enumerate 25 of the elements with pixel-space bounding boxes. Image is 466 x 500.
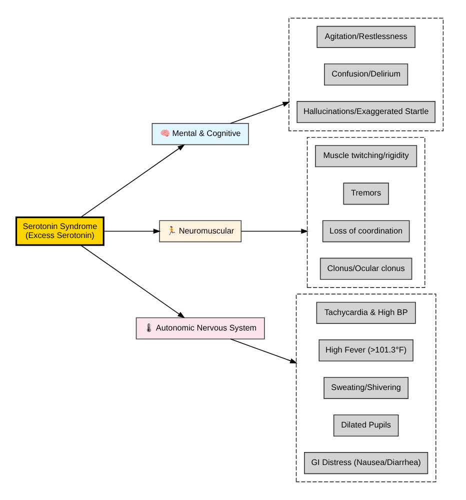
node-box: Dilated Pupils	[333, 414, 399, 437]
node-box: Loss of coordination	[322, 220, 410, 242]
arrow	[104, 228, 161, 234]
node-box: Confusion/Delirium	[324, 63, 408, 86]
node-box: 🏃 Neuromuscular	[159, 220, 242, 242]
node-box: High Fever (>101.3°F)	[318, 339, 414, 362]
node-box: 🧠 Mental & Cognitive	[152, 123, 249, 146]
cluster	[306, 136, 426, 288]
arrow	[230, 102, 290, 124]
arrow	[230, 338, 298, 364]
node-box: Sweating/Shivering	[324, 376, 408, 399]
node-box: 🌡 Autonomic Nervous System	[136, 317, 265, 340]
node-box: GI Distress (Nausea/Diarrhea)	[304, 452, 428, 474]
arrow	[80, 144, 185, 218]
arrow	[80, 244, 185, 318]
node-box: Clonus/Ocular clonus	[320, 258, 412, 280]
node-box: Serotonin Syndrome (Excess Serotonin)	[15, 216, 104, 246]
cluster	[288, 18, 444, 132]
cluster	[296, 294, 436, 482]
node-box: Tremors	[343, 182, 389, 205]
node-box: Muscle twitching/rigidity	[315, 145, 418, 168]
node-box: Agitation/Restlessness	[316, 26, 416, 48]
node-box: Hallucinations/Exaggerated Startle	[296, 101, 436, 124]
node-box: Tachycardia & High BP	[316, 302, 416, 324]
arrow	[240, 228, 309, 234]
